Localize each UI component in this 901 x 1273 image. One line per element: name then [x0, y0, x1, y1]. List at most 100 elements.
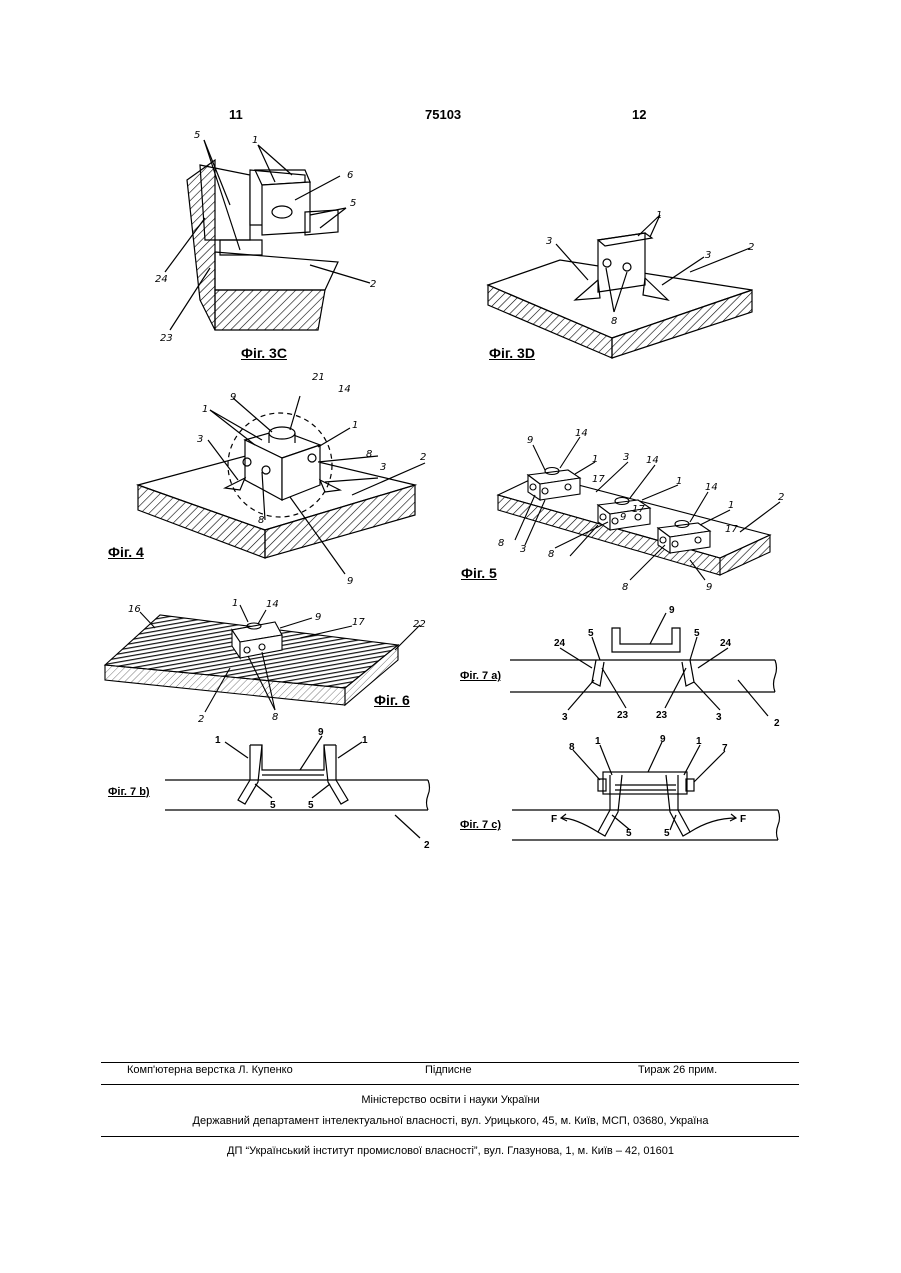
label: 5 — [270, 800, 276, 811]
label: 14 — [646, 455, 659, 466]
label: 8 — [569, 742, 575, 753]
label: 3 — [716, 712, 722, 723]
label: 3 — [705, 250, 711, 261]
label: 17 — [592, 474, 605, 485]
label: 6 — [347, 170, 353, 181]
label: 9 — [620, 512, 626, 523]
label: 3 — [197, 434, 203, 445]
label: 8 — [258, 515, 264, 526]
label: 24 — [720, 638, 732, 649]
figure-4-drawing — [138, 396, 425, 574]
label: 1 — [676, 476, 682, 487]
label: 17 — [352, 617, 365, 628]
label: 1 — [352, 420, 358, 431]
figure-3c-caption: Фіг. 3С — [241, 345, 287, 361]
label: 9 — [230, 392, 236, 403]
label: 1 — [696, 736, 702, 747]
label: 5 — [626, 828, 632, 839]
label: 9 — [347, 576, 353, 587]
label: 3 — [623, 452, 629, 463]
figure-7c-caption: Фіг. 7 с) — [460, 819, 501, 831]
label: 1 — [728, 500, 734, 511]
label: 1 — [202, 404, 208, 415]
label: 2 — [748, 242, 754, 253]
figure-3d-drawing — [488, 215, 752, 358]
figure-7b-drawing — [165, 736, 430, 838]
label: 2 — [198, 714, 204, 725]
label: 2 — [420, 452, 426, 463]
label: 17 — [725, 524, 738, 535]
label: 14 — [338, 384, 351, 395]
label: 23 — [617, 710, 629, 721]
label: 1 — [232, 598, 238, 609]
figure-7a-drawing — [510, 613, 777, 716]
label: 1 — [592, 454, 598, 465]
figure-3c-drawing — [165, 140, 370, 330]
label: 3 — [380, 462, 386, 473]
label: 5 — [588, 628, 594, 639]
label: 22 — [413, 619, 426, 630]
figure-7b-caption: Фіг. 7 b) — [108, 786, 150, 798]
label: 8 — [272, 712, 278, 723]
label: 14 — [705, 482, 718, 493]
label: F — [740, 814, 746, 825]
label: 2 — [424, 840, 430, 851]
figure-6-caption: Фіг. 6 — [374, 692, 410, 708]
label: 1 — [252, 135, 258, 146]
footer-layout-credit: Комп'ютерна верстка Л. Купенко — [127, 1064, 293, 1076]
label: 2 — [778, 492, 784, 503]
label: 5 — [350, 198, 356, 209]
footer-rule-middle — [101, 1084, 799, 1085]
figure-7a-labels: 9 5 5 24 24 3 23 23 3 2 — [554, 605, 780, 729]
label: 2 — [370, 279, 376, 290]
footer-rule-top — [101, 1062, 799, 1063]
label: 24 — [554, 638, 566, 649]
label: 5 — [694, 628, 700, 639]
label: 21 — [312, 372, 325, 383]
label: 14 — [266, 599, 279, 610]
label: 9 — [706, 582, 712, 593]
figure-3d-caption: Фіг. 3D — [489, 345, 535, 361]
label: 3 — [562, 712, 568, 723]
label: 3 — [520, 544, 526, 555]
footer-signed: Підписне — [425, 1064, 472, 1076]
label: 8 — [548, 549, 554, 560]
figure-7a-caption: Фіг. 7 а) — [460, 670, 501, 682]
label: 9 — [669, 605, 675, 616]
label: 9 — [660, 734, 666, 745]
label: 17 — [632, 504, 645, 515]
label: 5 — [664, 828, 670, 839]
label: 23 — [160, 333, 173, 344]
label: 1 — [362, 735, 368, 746]
label: 5 — [194, 130, 200, 141]
label: 14 — [575, 428, 588, 439]
label: 8 — [611, 316, 617, 327]
label: 16 — [128, 604, 141, 615]
label: 8 — [498, 538, 504, 549]
label: 3 — [546, 236, 552, 247]
label: 9 — [527, 435, 533, 446]
label: 8 — [366, 449, 372, 460]
figure-7c-drawing — [512, 742, 780, 840]
label: 1 — [215, 735, 221, 746]
label: 9 — [315, 612, 321, 623]
label: F — [551, 814, 557, 825]
label: 1 — [656, 210, 662, 221]
figure-4-caption: Фіг. 4 — [108, 544, 144, 560]
footer-circulation: Тираж 26 прим. — [638, 1064, 717, 1076]
footer-rule-bottom — [101, 1136, 799, 1137]
label: 24 — [155, 274, 168, 285]
label: 2 — [774, 718, 780, 729]
label: 8 — [622, 582, 628, 593]
footer-department: Державний департамент інтелектуальної вл… — [0, 1115, 901, 1127]
figure-7b-labels: 1 9 1 5 5 2 — [215, 727, 430, 851]
label: 23 — [656, 710, 668, 721]
label: 5 — [308, 800, 314, 811]
label: 7 — [722, 743, 728, 754]
label: 1 — [595, 736, 601, 747]
label: 9 — [318, 727, 324, 738]
figure-5-caption: Фіг. 5 — [461, 565, 497, 581]
figure-6-drawing — [105, 605, 420, 712]
footer-institute: ДП “Український інститут промислової вла… — [0, 1145, 901, 1157]
